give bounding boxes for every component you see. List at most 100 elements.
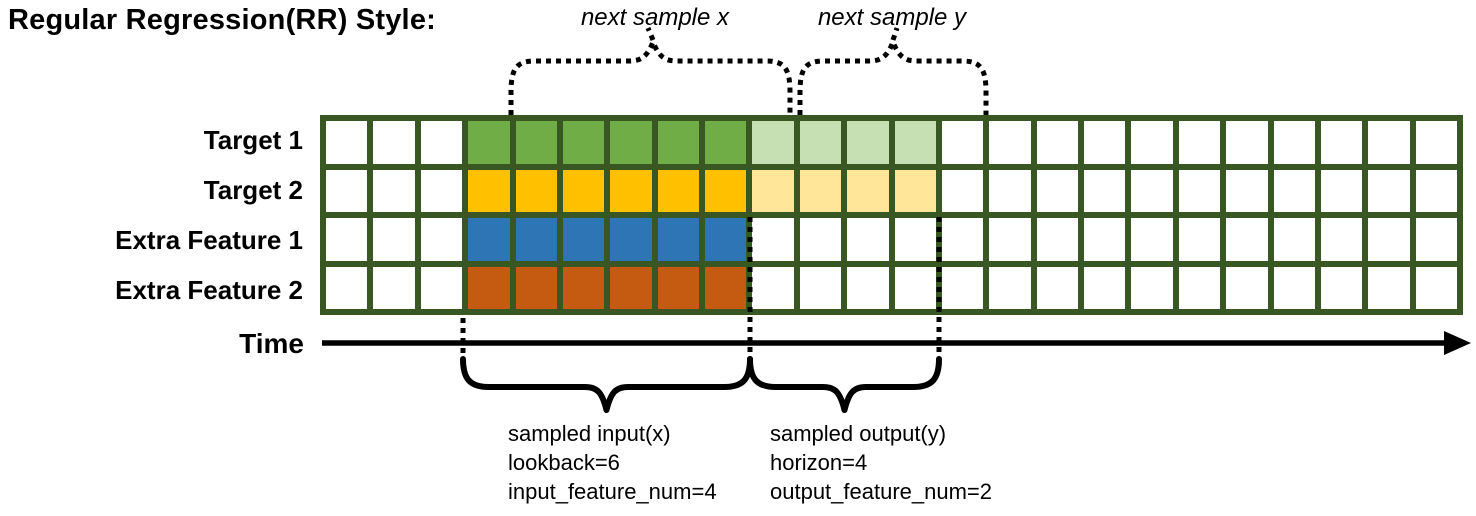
grid-cell: [891, 118, 939, 167]
row-label-extra-feature-2: Extra Feature 2: [115, 274, 303, 305]
row-label-target-2: Target 2: [203, 174, 303, 205]
grid-cell: [938, 166, 987, 215]
grid-cell: [512, 118, 560, 167]
grid-cell: [559, 166, 608, 215]
grid-cell: [323, 166, 371, 215]
grid-cell: [512, 263, 560, 312]
sampled-input-annotation: sampled input(x) lookback=6 input_featur…: [508, 419, 717, 506]
grid-cell: [986, 215, 1034, 264]
grid-cell: [323, 118, 371, 167]
row-labels: Target 1 Target 2 Extra Feature 1 Extra …: [0, 115, 312, 315]
grid-cell: [559, 263, 608, 312]
grid-cell: [465, 215, 513, 264]
grid-cell: [1128, 215, 1176, 264]
grid-cell: [654, 263, 702, 312]
grid-cell: [1365, 118, 1413, 167]
grid-cell: [1081, 118, 1129, 167]
grid-cell: [844, 215, 892, 264]
page-title: Regular Regression(RR) Style:: [8, 4, 436, 36]
grid-cell: [1223, 215, 1271, 264]
grid-cell: [1270, 118, 1318, 167]
grid-cell: [749, 118, 797, 167]
grid-cell: [370, 166, 418, 215]
grid-cell: [1081, 215, 1129, 264]
output-feature-num-value: output_feature_num=2: [770, 479, 993, 504]
grid-cell: [323, 215, 371, 264]
grid-cell: [417, 118, 466, 167]
grid-cell: [1033, 263, 1081, 312]
grid-cell: [370, 215, 418, 264]
grid-cell: [1223, 263, 1271, 312]
grid-cell: [654, 215, 702, 264]
grid-cell: [1365, 215, 1413, 264]
grid-cell: [1270, 166, 1318, 215]
next-sample-x-brace: [508, 35, 793, 115]
grid-cell: [891, 215, 939, 264]
grid-cell: [323, 263, 371, 312]
grid-cell: [559, 215, 608, 264]
grid-cell: [417, 166, 466, 215]
grid-cell: [1365, 263, 1413, 312]
grid-cell: [986, 166, 1034, 215]
grid-cell: [844, 118, 892, 167]
grid-cell: [1223, 166, 1271, 215]
grid-cell: [749, 215, 797, 264]
grid-cell: [938, 263, 987, 312]
grid-cell: [796, 166, 845, 215]
grid-cell: [1270, 215, 1318, 264]
grid-cell: [938, 215, 987, 264]
grid-cell: [512, 215, 560, 264]
grid-cell: [1128, 166, 1176, 215]
grid-cell: [1175, 215, 1224, 264]
horizon-value: horizon=4: [770, 450, 868, 475]
grid-cell: [1175, 166, 1224, 215]
input-feature-num-value: input_feature_num=4: [508, 479, 717, 504]
grid-cell: [702, 166, 750, 215]
grid-cell: [1175, 263, 1224, 312]
grid-cell: [702, 263, 750, 312]
grid-cell: [654, 166, 702, 215]
grid-cell: [938, 118, 987, 167]
grid-cell: [512, 166, 560, 215]
grid-cell: [1317, 166, 1366, 215]
grid-cell: [796, 263, 845, 312]
next-sample-y-brace: [797, 35, 989, 115]
grid-cell: [1317, 118, 1366, 167]
time-axis-label: Time: [239, 328, 304, 359]
grid-cell: [1033, 118, 1081, 167]
grid-cell: [417, 215, 466, 264]
grid-cell: [1317, 215, 1366, 264]
grid-cell: [417, 263, 466, 312]
grid-cell: [749, 263, 797, 312]
grid-cell: [986, 263, 1034, 312]
grid-cell: [749, 166, 797, 215]
grid-cell: [796, 118, 845, 167]
grid-cell: [1081, 263, 1129, 312]
grid-cell: [559, 118, 608, 167]
grid-cell: [1412, 263, 1460, 312]
grid-cell: [891, 166, 939, 215]
row-label-extra-feature-1: Extra Feature 1: [115, 224, 303, 255]
lookback-value: lookback=6: [508, 450, 620, 475]
sampled-output-title: sampled output(y): [770, 421, 947, 446]
sampled-output-annotation: sampled output(y) horizon=4 output_featu…: [770, 419, 992, 506]
grid-cell: [607, 215, 655, 264]
grid-cell: [465, 118, 513, 167]
grid-cell: [1033, 166, 1081, 215]
next-sample-x-label: next sample x: [580, 4, 730, 31]
grid-cell: [844, 263, 892, 312]
grid-cell: [1033, 215, 1081, 264]
grid-cell: [654, 118, 702, 167]
sample-grid: [320, 115, 1463, 315]
grid-cell: [1270, 263, 1318, 312]
grid-cell: [465, 166, 513, 215]
grid-cell: [986, 118, 1034, 167]
grid-cell: [1317, 263, 1366, 312]
grid-cell: [1128, 263, 1176, 312]
grid-cell: [607, 166, 655, 215]
grid-cell: [702, 118, 750, 167]
grid-cell: [607, 263, 655, 312]
sampled-input-brace: [460, 356, 753, 413]
grid-cell: [370, 263, 418, 312]
